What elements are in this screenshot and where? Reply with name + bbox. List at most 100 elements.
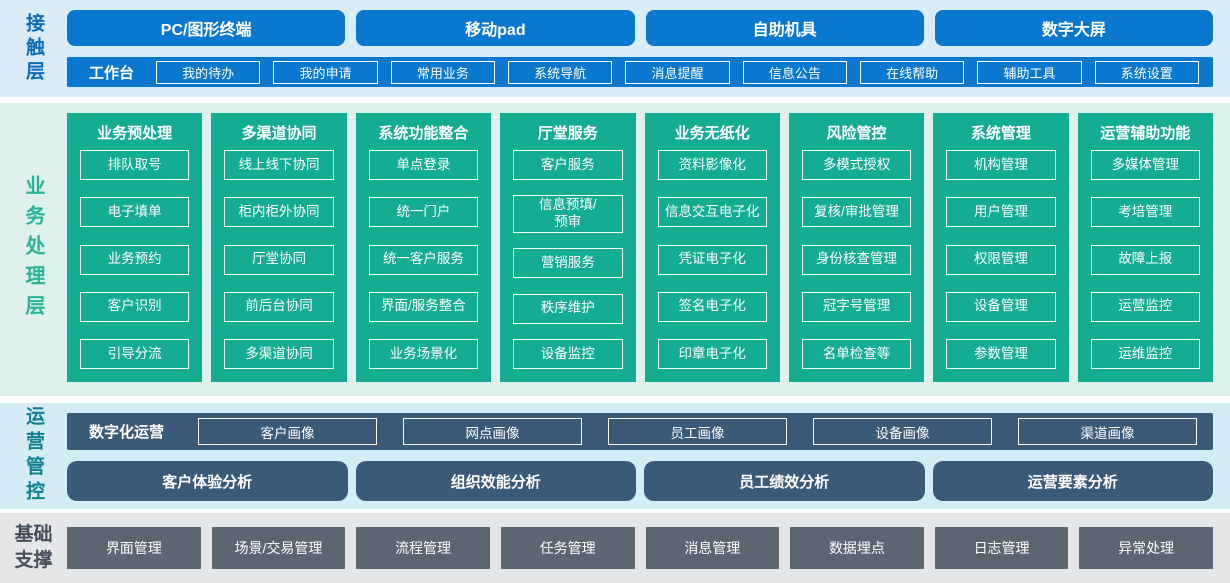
analysis-button[interactable]: 客户体验分析 [67, 461, 348, 501]
workbench-item[interactable]: 消息提醒 [625, 60, 730, 84]
business-layer-rail: 业务处理层 [0, 103, 67, 396]
analysis-button[interactable]: 运营要素分析 [932, 461, 1213, 501]
business-function-cell[interactable]: 多渠道协同 [224, 339, 334, 369]
business-function-cell[interactable]: 运营监控 [1090, 291, 1200, 322]
operations-layer-band: 运营管控 数字化运营 客户画像 网点画像 员工画像 设备画像 渠道画像 客户体验… [0, 403, 1230, 509]
contact-layer-label: 接触层 [23, 12, 44, 85]
workbench-item[interactable]: 常用业务 [390, 60, 495, 84]
workbench-item[interactable]: 在线帮助 [859, 60, 965, 84]
foundation-item[interactable]: 消息管理 [645, 527, 780, 569]
analysis-button[interactable]: 员工绩效分析 [644, 461, 925, 501]
business-column-items: 排队取号 电子填单 业务预约 客户识别 引导分流 [80, 150, 190, 369]
business-column-items: 资料影像化 信息交互电子化 凭证电子化 签名电子化 印章电子化 [657, 150, 767, 369]
portrait-item[interactable]: 客户画像 [198, 418, 378, 445]
business-column: 业务无纸化 资料影像化 信息交互电子化 凭证电子化 签名电子化 印章电子化 [644, 113, 780, 382]
business-function-cell[interactable]: 多媒体管理 [1090, 150, 1200, 180]
foundation-layer-content: 界面管理 场景/交易管理 流程管理 任务管理 消息管理 数据埋点 日志管理 异常… [67, 513, 1213, 583]
business-function-cell[interactable]: 身份核查管理 [801, 244, 912, 275]
business-function-cell[interactable]: 信息预填/ 预审 [513, 195, 623, 234]
operations-layer-content: 数字化运营 客户画像 网点画像 员工画像 设备画像 渠道画像 客户体验分析 组织… [67, 403, 1213, 509]
business-function-cell[interactable]: 客户识别 [80, 291, 190, 322]
business-function-cell[interactable]: 设备管理 [946, 291, 1056, 322]
business-column: 系统功能整合 单点登录 统一门户 统一客户服务 界面/服务整合 业务场景化 [355, 113, 492, 382]
business-layer-label: 业务处理层 [22, 174, 44, 325]
workbench-bar: 工作台 我的待办 我的申请 常用业务 系统导航 消息提醒 信息公告 在线帮助 辅… [67, 57, 1213, 87]
foundation-item[interactable]: 数据埋点 [790, 527, 924, 569]
business-function-cell[interactable]: 复核/审批管理 [801, 197, 912, 228]
workbench-item[interactable]: 信息公告 [742, 60, 847, 84]
portrait-item[interactable]: 渠道画像 [1018, 418, 1198, 445]
business-column-title: 系统功能整合 [378, 125, 469, 142]
business-function-cell[interactable]: 前后台协同 [224, 291, 334, 322]
workbench-item[interactable]: 我的待办 [156, 60, 261, 84]
digital-ops-bar: 数字化运营 客户画像 网点画像 员工画像 设备画像 渠道画像 [67, 413, 1213, 450]
business-function-cell[interactable]: 秩序维护 [513, 293, 623, 324]
business-column-items: 机构管理 用户管理 权限管理 设备管理 参数管理 [946, 150, 1056, 369]
terminal-button[interactable]: 数字大屏 [934, 10, 1213, 46]
business-function-cell[interactable]: 业务场景化 [368, 339, 479, 369]
business-function-cell[interactable]: 资料影像化 [657, 150, 767, 180]
business-column-items: 单点登录 统一门户 统一客户服务 界面/服务整合 业务场景化 [368, 150, 479, 369]
business-function-cell[interactable]: 电子填单 [80, 197, 190, 228]
business-column-items: 多模式授权 复核/审批管理 身份核查管理 冠字号管理 名单检查等 [801, 150, 912, 369]
portrait-item[interactable]: 网点画像 [403, 418, 583, 445]
business-function-cell[interactable]: 单点登录 [368, 150, 479, 180]
business-function-cell[interactable]: 线上线下协同 [224, 150, 334, 180]
operations-layer-label: 运营管控 [23, 406, 44, 506]
foundation-item[interactable]: 界面管理 [67, 527, 201, 569]
business-function-cell[interactable]: 多模式授权 [801, 150, 912, 180]
business-function-cell[interactable]: 签名电子化 [657, 291, 767, 322]
business-column: 厅堂服务 客户服务 信息预填/ 预审 营销服务 秩序维护 设备监控 [500, 113, 636, 382]
business-column: 多渠道协同 线上线下协同 柜内柜外协同 厅堂协同 前后台协同 多渠道协同 [211, 113, 347, 382]
foundation-item[interactable]: 任务管理 [500, 527, 635, 569]
analysis-button[interactable]: 组织效能分析 [355, 461, 636, 501]
foundation-row: 界面管理 场景/交易管理 流程管理 任务管理 消息管理 数据埋点 日志管理 异常… [67, 527, 1213, 569]
terminal-button[interactable]: 移动pad [356, 10, 635, 46]
business-function-cell[interactable]: 用户管理 [946, 197, 1056, 228]
business-function-cell[interactable]: 冠字号管理 [801, 291, 912, 322]
business-function-cell[interactable]: 厅堂协同 [224, 244, 334, 275]
foundation-item[interactable]: 异常处理 [1079, 527, 1213, 569]
portrait-item[interactable]: 设备画像 [813, 418, 993, 445]
business-function-cell[interactable]: 凭证电子化 [657, 244, 767, 275]
foundation-item[interactable]: 流程管理 [356, 527, 490, 569]
workbench-item[interactable]: 系统导航 [508, 60, 613, 84]
business-function-cell[interactable]: 权限管理 [946, 244, 1056, 275]
business-function-cell[interactable]: 统一门户 [368, 197, 479, 228]
business-function-cell[interactable]: 界面/服务整合 [368, 291, 479, 322]
business-function-cell[interactable]: 客户服务 [513, 150, 623, 180]
business-function-cell[interactable]: 机构管理 [946, 150, 1056, 180]
operations-layer-rail: 运营管控 [0, 403, 67, 509]
business-function-cell[interactable]: 印章电子化 [657, 339, 767, 369]
foundation-item[interactable]: 日志管理 [934, 527, 1069, 569]
business-column-items: 多媒体管理 考培管理 故障上报 运营监控 运维监控 [1090, 150, 1200, 369]
workbench-item[interactable]: 我的申请 [273, 60, 378, 84]
business-function-cell[interactable]: 引导分流 [80, 339, 190, 369]
terminal-button[interactable]: PC/图形终端 [67, 10, 346, 46]
business-function-cell[interactable]: 设备监控 [513, 339, 623, 369]
business-column-title: 厅堂服务 [537, 125, 598, 142]
business-column: 系统管理 机构管理 用户管理 权限管理 设备管理 参数管理 [933, 113, 1069, 382]
business-columns: 业务预处理 排队取号 电子填单 业务预约 客户识别 引导分流 [67, 113, 1213, 382]
business-function-cell[interactable]: 参数管理 [946, 339, 1056, 369]
workbench-item[interactable]: 系统设置 [1094, 60, 1199, 84]
digital-ops-label: 数字化运营 [89, 424, 165, 441]
business-function-cell[interactable]: 名单检查等 [801, 339, 912, 369]
portrait-item[interactable]: 员工画像 [608, 418, 788, 445]
business-function-cell[interactable]: 信息交互电子化 [657, 197, 767, 228]
business-function-cell[interactable]: 业务预约 [80, 244, 190, 275]
business-function-cell[interactable]: 统一客户服务 [368, 244, 479, 275]
business-column-title: 系统管理 [970, 125, 1031, 142]
business-function-cell[interactable]: 故障上报 [1090, 244, 1200, 275]
workbench-label: 工作台 [89, 64, 135, 82]
business-function-cell[interactable]: 营销服务 [513, 248, 623, 279]
terminal-button[interactable]: 自助机具 [645, 10, 924, 46]
business-function-cell[interactable]: 排队取号 [80, 150, 190, 180]
business-function-cell[interactable]: 考培管理 [1090, 197, 1200, 228]
business-column-items: 线上线下协同 柜内柜外协同 厅堂协同 前后台协同 多渠道协同 [224, 150, 334, 369]
business-column: 运营辅助功能 多媒体管理 考培管理 故障上报 运营监控 运维监控 [1077, 113, 1213, 382]
business-function-cell[interactable]: 运维监控 [1090, 339, 1200, 369]
foundation-item[interactable]: 场景/交易管理 [211, 527, 346, 569]
business-function-cell[interactable]: 柜内柜外协同 [224, 197, 334, 228]
workbench-item[interactable]: 辅助工具 [977, 60, 1082, 84]
